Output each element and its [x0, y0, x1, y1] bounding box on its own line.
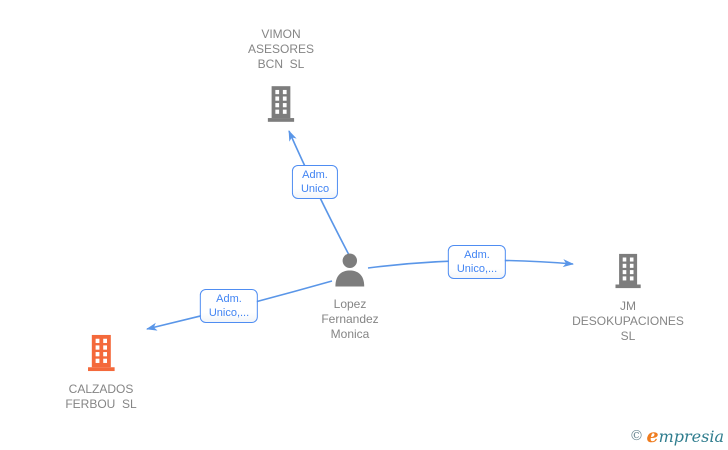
node-calzados-ferbou[interactable]: CALZADOS FERBOU SL: [65, 334, 137, 412]
edge-label-adm-unico-jm[interactable]: Adm. Unico,...: [447, 245, 507, 279]
edge-label-adm-unico-vimon[interactable]: Adm. Unico: [291, 165, 339, 199]
building-icon: [85, 334, 117, 377]
node-label: JM DESOKUPACIONES SL: [572, 299, 684, 343]
person-icon: [333, 251, 368, 292]
node-label: CALZADOS FERBOU SL: [65, 382, 137, 411]
empresia-logo[interactable]: ©empresia: [630, 425, 725, 447]
edge-label-adm-unico-calzados[interactable]: Adm. Unico,...: [199, 289, 259, 323]
brand-text: mpresia: [658, 427, 724, 446]
node-label: VIMON ASESORES BCN SL: [247, 27, 315, 71]
building-icon: [266, 85, 296, 128]
node-lopez-fernandez-monica[interactable]: Lopez Fernandez Monica: [321, 251, 379, 342]
building-icon: [613, 253, 643, 294]
node-vimon-asesores[interactable]: VIMON ASESORES BCN SL: [248, 27, 314, 128]
brand-initial: e: [646, 425, 659, 447]
node-jm-desokupaciones[interactable]: JM DESOKUPACIONES SL: [572, 253, 684, 344]
copyright-icon: ©: [629, 428, 644, 444]
node-label: Lopez Fernandez Monica: [321, 297, 379, 341]
